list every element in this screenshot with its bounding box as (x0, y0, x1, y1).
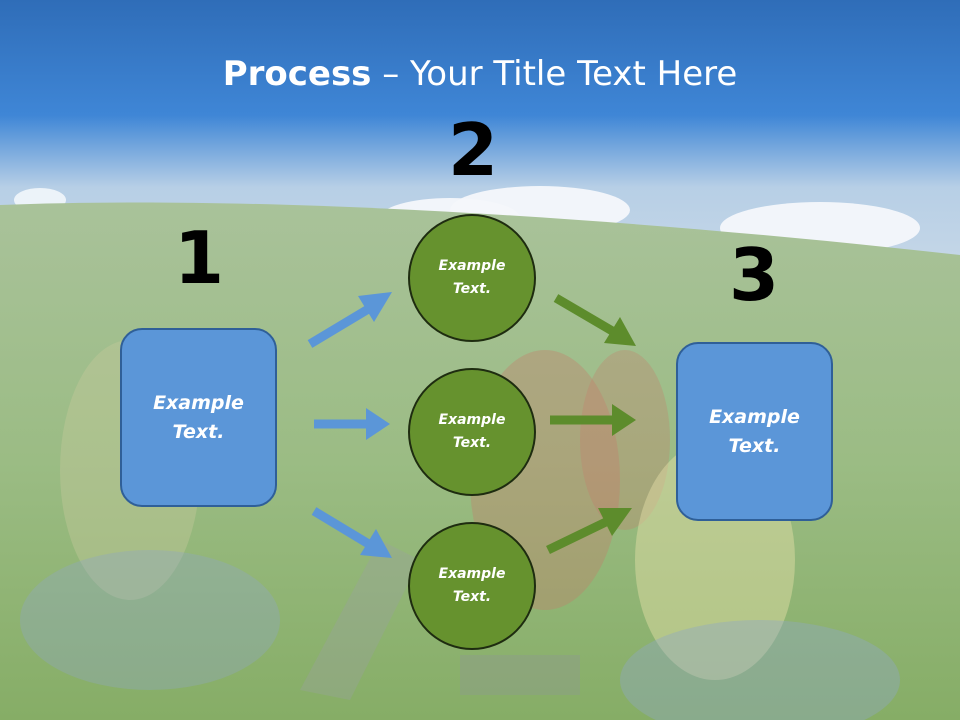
circle-middle-line2: Text. (452, 435, 492, 451)
green-arrow-up (553, 294, 636, 346)
circle-top-line2: Text. (452, 281, 492, 297)
title-rest-text: – Your Title Text Here (371, 54, 738, 94)
circle-middle-line1: Example (438, 412, 506, 428)
circle-bottom-line1: Example (438, 566, 506, 582)
blue-arrow-middle (314, 408, 390, 440)
step-1-box-line2: Text. (172, 420, 225, 443)
circle-top-line1: Example (438, 258, 506, 274)
step-number-3: 3 (728, 233, 780, 317)
green-arrow-down (546, 508, 632, 555)
slide-title: Process – Your Title Text Here (0, 52, 960, 96)
step-number-2: 2 (447, 108, 499, 192)
step-3-box-line1: Example (709, 405, 800, 428)
blue-arrow-up (307, 292, 392, 348)
blue-arrow-down (311, 507, 392, 558)
title-bold-text: Process (222, 54, 372, 94)
circle-bottom-line2: Text. (452, 589, 492, 605)
green-arrow-middle (550, 404, 636, 436)
step-number-1: 1 (173, 216, 225, 300)
step-1-box-line1: Example (153, 391, 244, 414)
step-3-box-line2: Text. (728, 434, 781, 457)
